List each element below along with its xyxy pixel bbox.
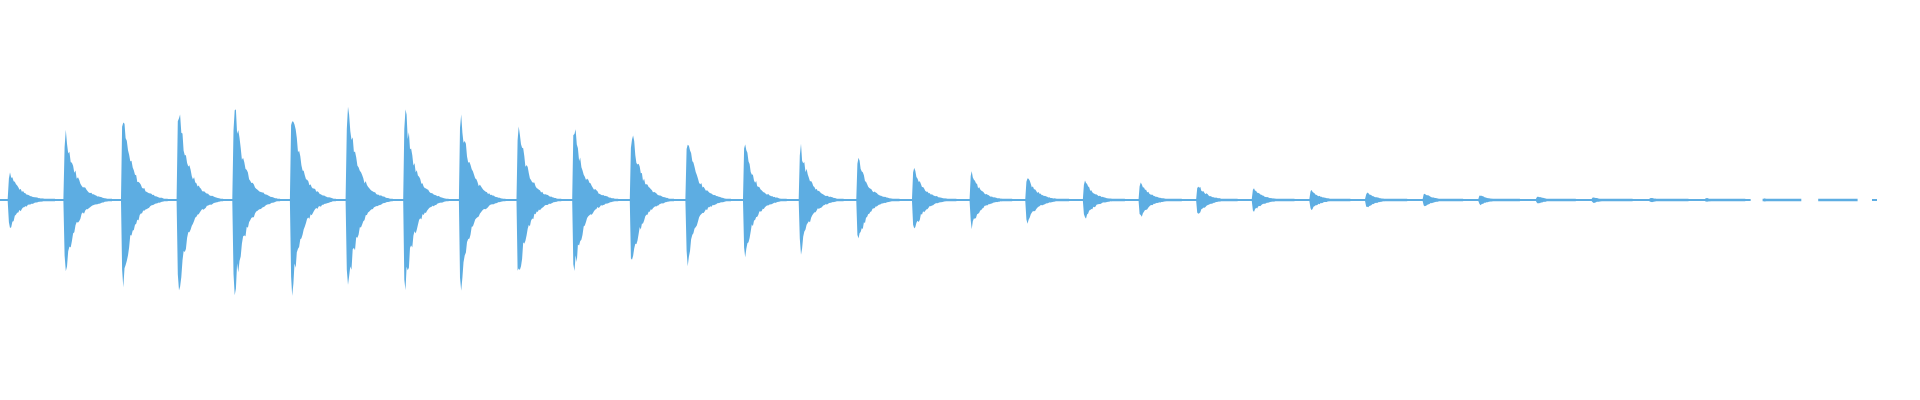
waveform-transient — [289, 121, 336, 296]
waveform-transient — [1649, 198, 1689, 203]
waveform-transient — [1138, 182, 1182, 217]
waveform-transient — [969, 171, 1013, 230]
waveform-transient — [516, 126, 562, 271]
waveform-transient — [856, 157, 900, 239]
waveform-transient — [1818, 198, 1858, 202]
waveform-transient — [1536, 196, 1576, 204]
waveform-transient — [1591, 197, 1633, 203]
waveform-transient — [572, 129, 619, 271]
waveform-transient — [912, 167, 957, 229]
waveform-transient — [63, 129, 112, 272]
waveform-transient — [121, 122, 168, 288]
waveform-transient — [743, 144, 787, 258]
waveform-trailing-blip — [1872, 199, 1877, 201]
waveform-transient — [629, 135, 674, 260]
waveform-transient — [1365, 192, 1408, 208]
waveform-transient — [1422, 193, 1464, 207]
waveform-transient — [1082, 180, 1125, 219]
waveform-transient — [1251, 188, 1295, 212]
waveform-transient — [176, 114, 224, 291]
waveform-transient — [1309, 189, 1351, 211]
waveform-transient — [232, 109, 281, 296]
waveform-transient — [345, 106, 393, 285]
waveform-transient — [403, 109, 449, 291]
waveform-transient — [1025, 178, 1070, 224]
waveform-transient — [458, 114, 506, 291]
waveform-transient — [685, 144, 731, 267]
waveform-transient — [1762, 198, 1802, 202]
waveform-transient — [798, 143, 844, 255]
waveform-transient — [7, 172, 55, 228]
waveform-transient — [1705, 198, 1746, 202]
waveform-transient — [1478, 195, 1520, 206]
waveform-transient — [1196, 186, 1238, 214]
